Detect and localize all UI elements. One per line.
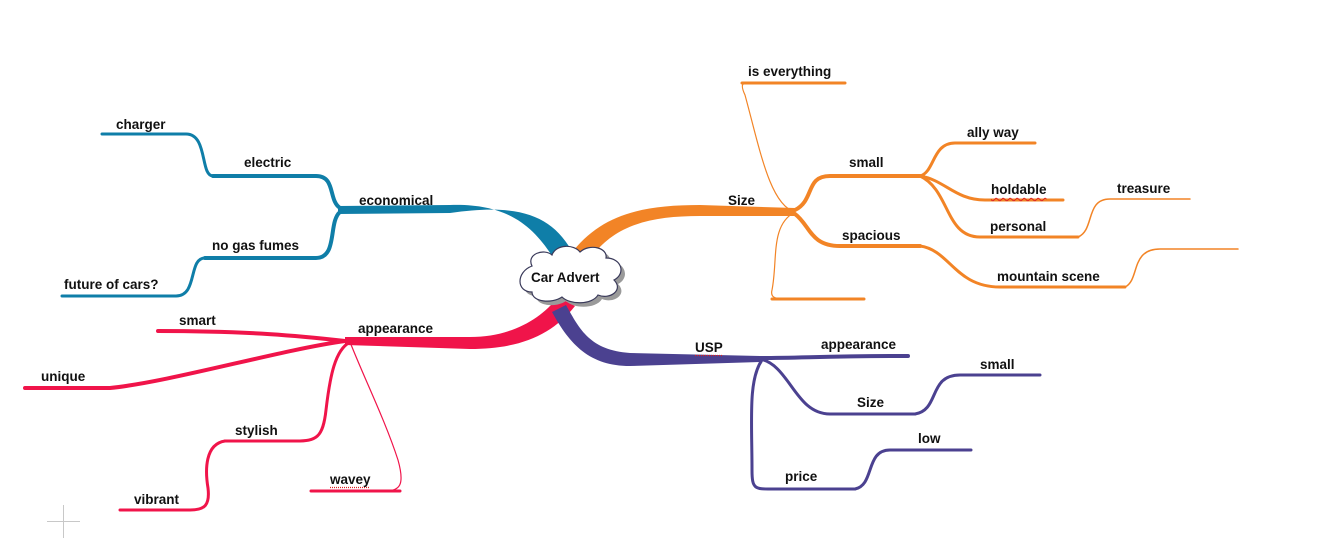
holdable-label[interactable]: holdable	[991, 182, 1047, 197]
no-gas-fumes-label[interactable]: no gas fumes	[212, 238, 300, 253]
unique-connector	[23, 339, 347, 390]
no-gas-fumes-connector	[203, 210, 342, 260]
usp-main-branch	[552, 305, 760, 366]
vibrant-label[interactable]: vibrant	[134, 492, 180, 507]
usp-small-connector	[913, 373, 1042, 416]
stylish-label[interactable]: stylish	[235, 423, 278, 438]
mountain-scene-label[interactable]: mountain scene	[997, 269, 1100, 284]
spacious-connector	[793, 212, 922, 248]
charger-connector	[100, 132, 215, 178]
size-label[interactable]: Size	[728, 193, 756, 208]
usp-price-label[interactable]: price	[785, 469, 818, 484]
vibrant-connector	[118, 439, 227, 512]
usp-size-label[interactable]: Size	[857, 395, 885, 410]
spacious-label[interactable]: spacious	[842, 228, 901, 243]
appearance-label[interactable]: appearance	[358, 321, 434, 336]
size-lower-connector	[770, 211, 796, 300]
future-of-cars-connector	[60, 256, 207, 298]
economical-branch-lines	[60, 132, 574, 298]
appearance-branch-lines	[23, 297, 575, 512]
electric-connector	[211, 174, 342, 210]
future-of-cars-label[interactable]: future of cars?	[64, 277, 159, 292]
size-branch-lines	[570, 81, 1239, 301]
economical-main-branch	[338, 204, 574, 262]
central-topic-label[interactable]: Car Advert	[531, 270, 600, 285]
small-label[interactable]: small	[849, 155, 884, 170]
appearance-main-branch	[345, 297, 575, 349]
charger-label[interactable]: charger	[116, 117, 166, 132]
treasure-connector	[1077, 198, 1191, 238]
economical-label[interactable]: economical	[359, 193, 434, 208]
ally-way-connector	[918, 141, 1037, 178]
usp-label[interactable]: USP	[695, 340, 723, 355]
usp-low-label[interactable]: low	[918, 431, 941, 446]
cloud-shape	[519, 245, 622, 304]
crosshair-cursor-icon	[47, 505, 80, 538]
usp-branch-lines	[552, 305, 1042, 491]
wavey-connector	[349, 341, 402, 492]
usp-low-connector	[853, 448, 973, 491]
usp-small-label[interactable]: small	[980, 357, 1015, 372]
unique-label[interactable]: unique	[41, 369, 86, 384]
central-topic-cloud[interactable]	[519, 245, 625, 307]
mountain-scene-connector	[918, 244, 1127, 289]
is-everything-label[interactable]: is everything	[748, 64, 832, 79]
size-main-branch	[570, 205, 795, 262]
usp-appearance-label[interactable]: appearance	[821, 337, 897, 352]
small-connector	[793, 174, 922, 212]
mountain-scene-extension	[1124, 248, 1239, 288]
usp-price-connector	[749, 358, 857, 491]
stylish-connector	[223, 340, 352, 443]
smart-label[interactable]: smart	[179, 313, 216, 328]
electric-label[interactable]: electric	[244, 155, 292, 170]
personal-connector	[918, 174, 1080, 239]
treasure-label[interactable]: treasure	[1117, 181, 1171, 196]
usp-size-connector	[758, 357, 917, 416]
holdable-connector	[918, 174, 1065, 202]
usp-appearance-connector	[758, 354, 910, 360]
smart-connector	[156, 329, 347, 343]
personal-label[interactable]: personal	[990, 219, 1047, 234]
ally-way-label[interactable]: ally way	[967, 125, 1019, 140]
wavey-label[interactable]: wavey	[330, 472, 371, 487]
